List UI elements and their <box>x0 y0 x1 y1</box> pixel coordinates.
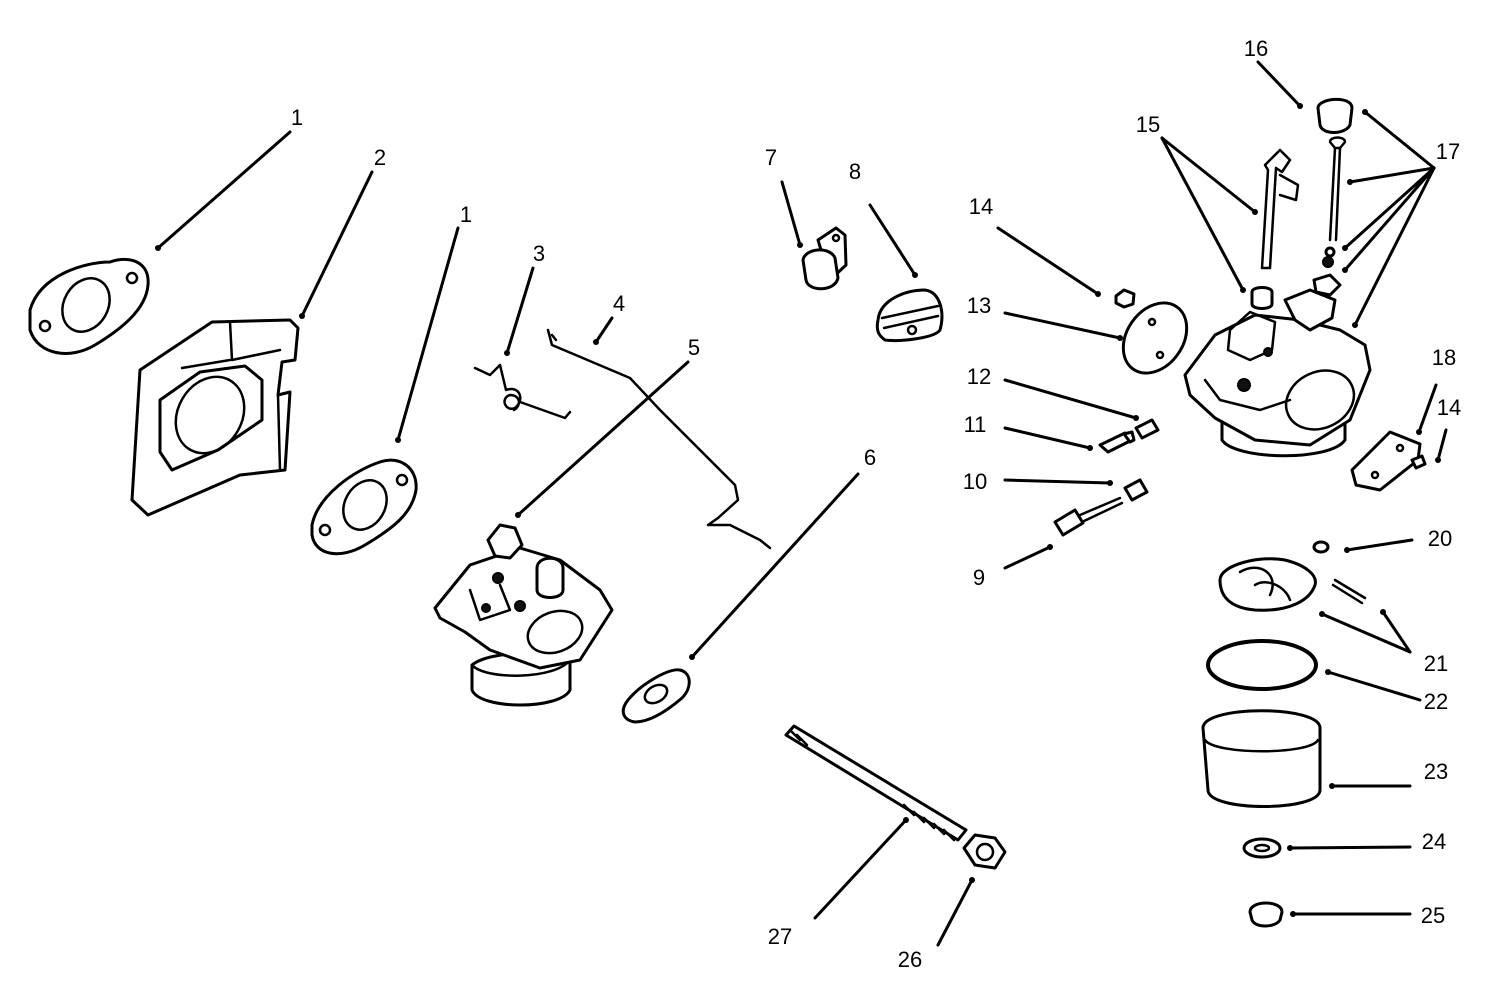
part-nut-26 <box>962 833 1007 870</box>
leader-dots <box>155 103 1441 917</box>
callout-22: 22 <box>1423 689 1449 714</box>
callout-13: 13 <box>966 293 992 318</box>
part-choke-shaft-15 <box>1250 148 1300 310</box>
part-spring-10 <box>1123 478 1149 502</box>
part-oring-22 <box>1206 639 1318 691</box>
callout-14b: 14 <box>1436 395 1462 420</box>
part-disc-13 <box>1121 301 1189 375</box>
callout-10: 10 <box>962 469 988 494</box>
part-float-8 <box>875 288 944 342</box>
part-primer-16-17 <box>1283 97 1354 332</box>
callout-4: 4 <box>612 291 626 316</box>
part-bracket-7 <box>801 226 848 291</box>
callout-5: 5 <box>687 335 701 360</box>
callout-2: 2 <box>373 145 387 170</box>
part-governor-link-4 <box>546 328 772 550</box>
part-gasket-6 <box>621 668 691 724</box>
callout-1a: 1 <box>290 105 304 130</box>
part-stud-27 <box>784 724 968 842</box>
callout-12: 12 <box>966 364 992 389</box>
callout-7: 7 <box>764 145 778 170</box>
callout-14a: 14 <box>968 194 994 219</box>
part-screw-11 <box>1098 430 1136 454</box>
leader-lines <box>156 60 1448 947</box>
part-spring-12 <box>1134 418 1160 440</box>
part-nut-25 <box>1248 901 1284 928</box>
callout-6: 6 <box>863 445 877 470</box>
callout-9: 9 <box>972 565 986 590</box>
callout-15: 15 <box>1135 112 1161 137</box>
part-bowl-23 <box>1201 709 1322 808</box>
callout-23: 23 <box>1423 759 1449 784</box>
callout-16: 16 <box>1243 36 1269 61</box>
callout-18: 18 <box>1431 345 1457 370</box>
part-screw-14a <box>1114 288 1136 309</box>
callout-24: 24 <box>1421 829 1447 854</box>
callout-27: 27 <box>767 924 793 949</box>
callout-8: 8 <box>848 159 862 184</box>
part-screw-14b <box>1410 454 1427 470</box>
part-carburetor-5 <box>433 523 614 707</box>
callout-21: 21 <box>1423 651 1449 676</box>
part-nut-20 <box>1312 540 1330 554</box>
part-cover-18 <box>1350 430 1422 492</box>
part-gasket-1a <box>28 257 150 355</box>
callout-1b: 1 <box>459 202 473 227</box>
part-spring-3 <box>473 363 572 420</box>
callout-25: 25 <box>1420 903 1446 928</box>
part-float-21 <box>1218 557 1367 612</box>
part-gasket-1b <box>310 458 418 556</box>
callout-3: 3 <box>532 241 546 266</box>
part-needle-9 <box>1053 496 1124 537</box>
part-carburetor-body <box>1183 310 1372 458</box>
callout-20: 20 <box>1427 526 1453 551</box>
callout-11: 11 <box>963 412 987 437</box>
part-washer-24 <box>1242 837 1282 859</box>
callout-26: 26 <box>897 947 923 972</box>
callout-17: 17 <box>1435 139 1461 164</box>
part-insulator-2 <box>130 318 300 517</box>
